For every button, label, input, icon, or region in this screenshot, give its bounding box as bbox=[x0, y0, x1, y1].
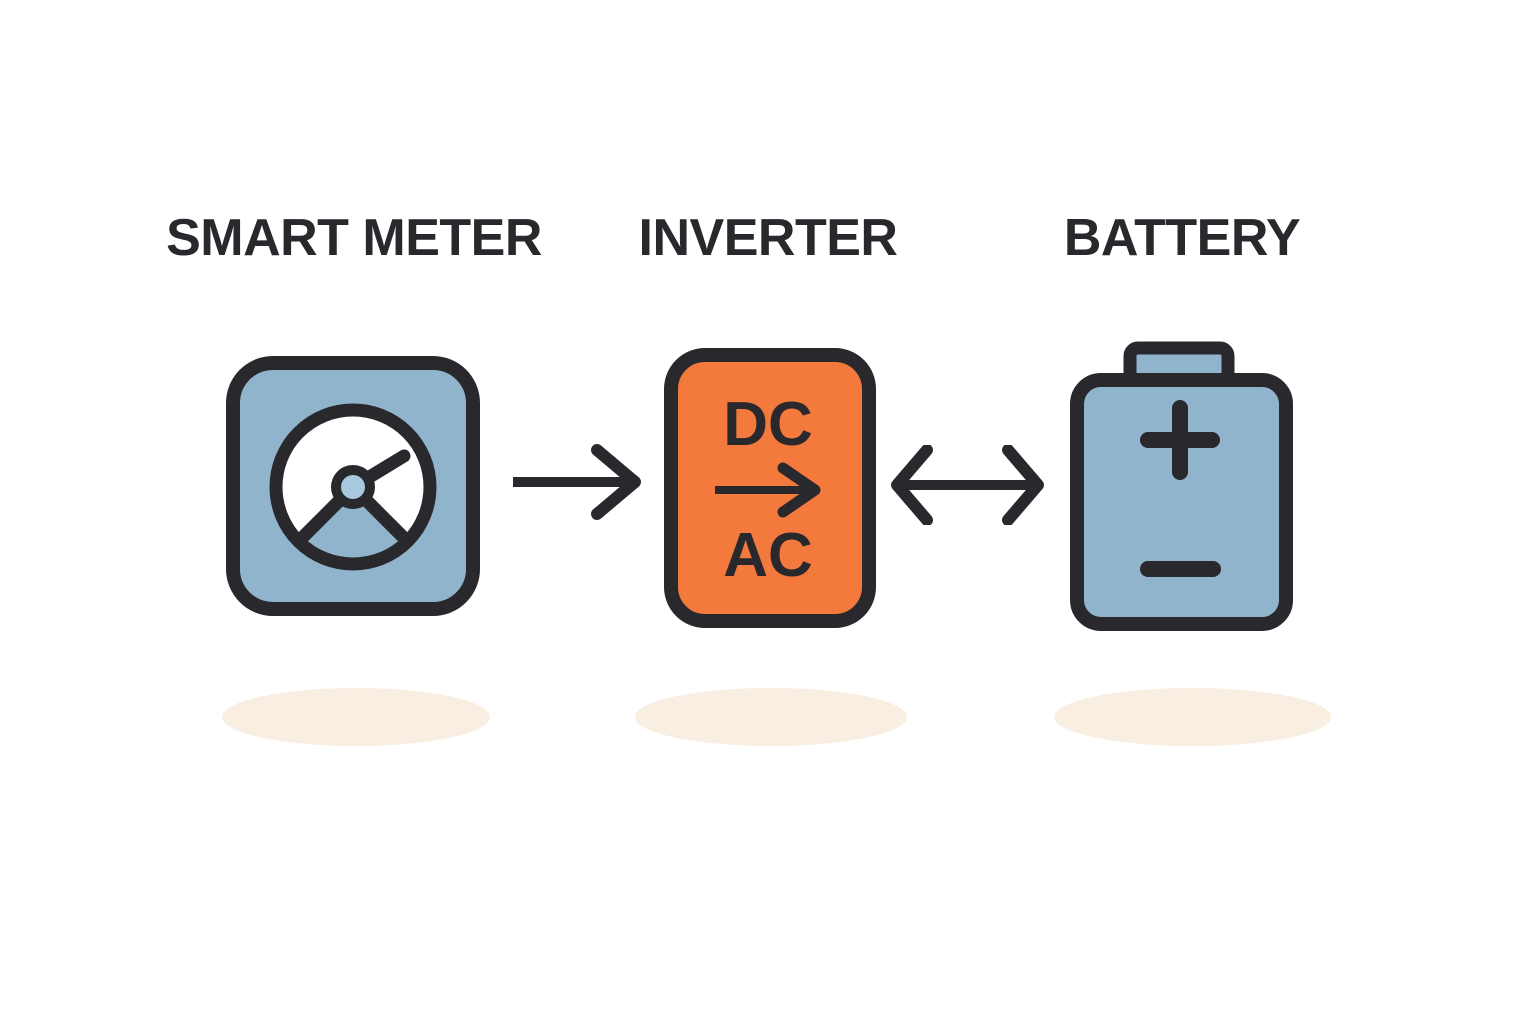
arrow-bidir-left-head bbox=[891, 445, 933, 525]
arrow-right-head bbox=[591, 444, 641, 520]
inverter-shadow bbox=[635, 688, 907, 746]
dc-to-ac-conversion-icon: DC AC bbox=[664, 348, 876, 628]
arrow-bidir-right-head bbox=[1002, 445, 1044, 525]
battery-label: BATTERY bbox=[1063, 209, 1301, 267]
gauge-meter-icon bbox=[226, 356, 480, 616]
meter-hub-inner bbox=[341, 475, 365, 499]
inverter-dc-text: DC bbox=[723, 390, 813, 459]
arrow-bidirectional-icon bbox=[891, 445, 1044, 525]
battery-shadow bbox=[1054, 688, 1331, 746]
meter-dial-ring bbox=[269, 403, 437, 571]
inverter-label: INVERTER bbox=[638, 209, 898, 267]
inverter-arrow-head bbox=[777, 462, 821, 518]
inverter-ac-text: AC bbox=[723, 521, 813, 590]
smart-meter-shadow bbox=[222, 688, 490, 746]
battery-body bbox=[1070, 373, 1293, 631]
arrow-right-icon bbox=[513, 444, 641, 520]
battery-plus-terminal bbox=[1140, 400, 1220, 480]
meter-dial-wedge bbox=[298, 487, 408, 565]
smart-meter-label: SMART METER bbox=[166, 209, 542, 267]
battery-icon bbox=[1070, 341, 1293, 631]
